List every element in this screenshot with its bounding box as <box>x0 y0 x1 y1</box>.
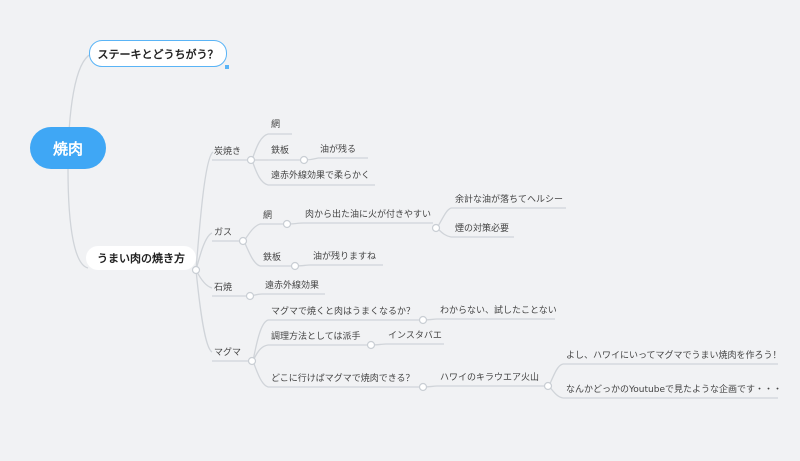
node-charcoal-iron-plate[interactable]: 鉄板 <box>271 146 290 156</box>
node-magma-q2[interactable]: 調理方法としては派手 <box>271 332 361 342</box>
node-magma-q1-answer[interactable]: わからない、試したことない <box>440 306 557 316</box>
collapse-dots[interactable] <box>191 155 553 392</box>
node-magma-youtube-note[interactable]: なんかどっかのYoutubeで見たような企画です・・・ <box>566 385 782 395</box>
node-magma-hawaii-plan[interactable]: よし、ハワイにいってマグマでうまい焼肉を作ろう！ <box>566 351 782 361</box>
branch-gas[interactable]: ガス <box>214 228 233 238</box>
node-gas-oil-fire[interactable]: 肉から出た油に火が付きやすい <box>305 210 432 220</box>
node-gas-oil-remains[interactable]: 油が残りますね <box>313 252 377 262</box>
node-gas-healthy[interactable]: 余計な油が落ちてヘルシー <box>455 195 564 205</box>
node-magma-q3-answer[interactable]: ハワイのキラウエア火山 <box>440 373 540 383</box>
node-gas-grill-net[interactable]: 網 <box>263 211 273 221</box>
branch-charcoal[interactable]: 炭焼き <box>214 147 242 157</box>
node-magma-q2-answer[interactable]: インスタバエ <box>388 331 442 341</box>
node-charcoal-grill-net[interactable]: 網 <box>271 120 281 130</box>
node-charcoal-oil-remains[interactable]: 油が残る <box>320 145 357 155</box>
node-stone-far-infrared[interactable]: 遠赤外線効果 <box>265 281 320 291</box>
node-charcoal-far-infrared[interactable]: 遠赤外線効果で柔らかく <box>271 171 371 181</box>
branch-stone[interactable]: 石焼 <box>214 283 233 293</box>
branch-magma[interactable]: マグマ <box>214 348 242 358</box>
node-magma-q1[interactable]: マグマで焼くと肉はうまくなるか？ <box>271 307 416 317</box>
topic-good-grilling[interactable]: うまい肉の焼き方 <box>86 246 196 270</box>
node-magma-q3[interactable]: どこに行けばマグマで焼肉できる？ <box>271 374 415 384</box>
topic-steak-comparison[interactable]: ステーキとどうちがう？ <box>89 40 227 67</box>
root-topic[interactable]: 焼肉 <box>30 127 106 169</box>
node-gas-smoke[interactable]: 煙の対策必要 <box>455 224 510 234</box>
node-gas-iron-plate[interactable]: 鉄板 <box>263 253 282 263</box>
selection-handle[interactable] <box>225 65 229 69</box>
